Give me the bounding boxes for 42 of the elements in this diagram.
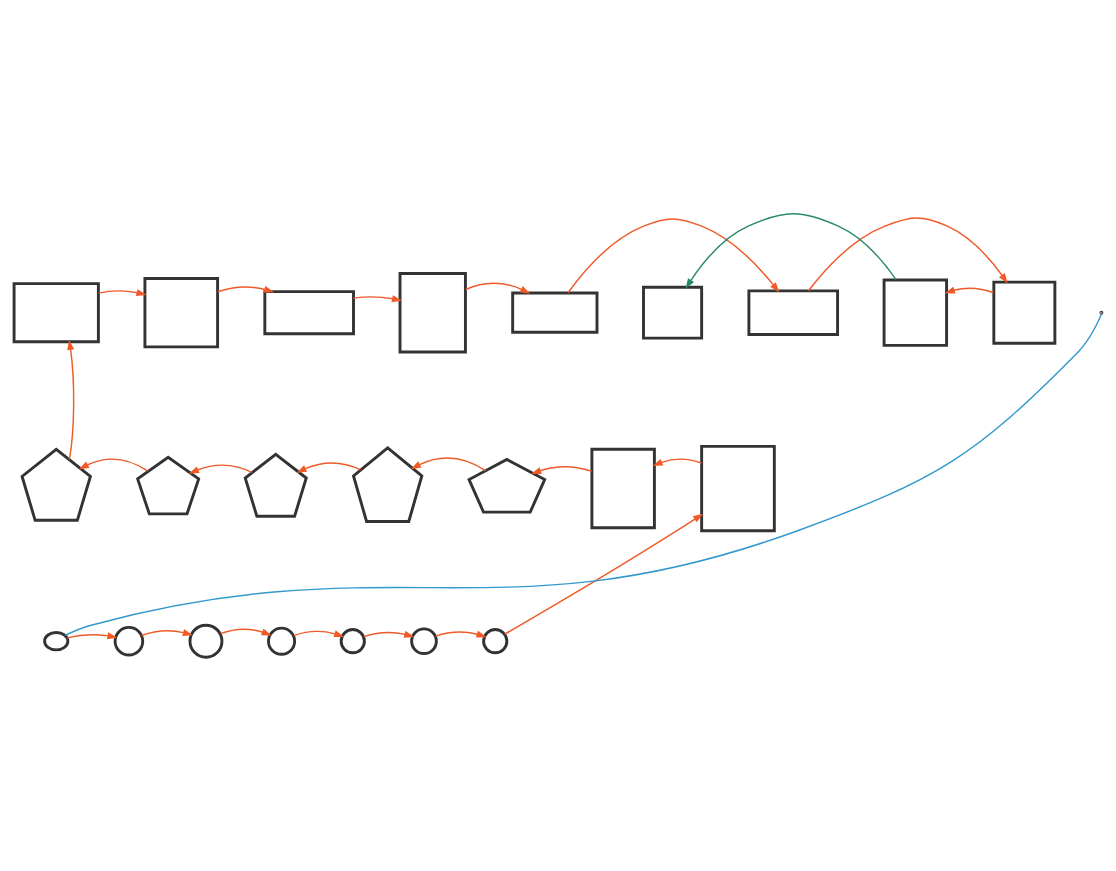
node-box <box>511 291 599 334</box>
arrow <box>652 458 703 466</box>
node-box <box>12 282 100 344</box>
arrow <box>220 628 272 636</box>
arrow <box>685 213 897 289</box>
arrow <box>217 285 275 293</box>
node-box <box>882 278 949 347</box>
node-box <box>642 285 704 340</box>
node-box <box>992 280 1057 345</box>
node-circle <box>482 628 509 655</box>
node-circle <box>410 627 438 655</box>
arrow <box>807 217 1008 292</box>
arrow <box>504 513 704 635</box>
node-circle <box>267 626 297 656</box>
arrow <box>567 218 780 294</box>
node-circle <box>113 625 145 657</box>
node-box <box>263 290 355 336</box>
node-circle <box>188 623 224 659</box>
arrow <box>140 629 193 637</box>
arrow <box>531 466 593 475</box>
arrow <box>464 282 531 294</box>
connector <box>64 313 1103 636</box>
arrow <box>98 289 147 297</box>
arrow <box>352 295 403 303</box>
arrow <box>67 339 75 461</box>
arrow <box>296 462 362 473</box>
node-box <box>143 277 220 349</box>
arrow <box>66 632 118 640</box>
node-box <box>700 444 776 533</box>
arrow <box>410 457 487 472</box>
node-circle <box>43 631 70 652</box>
node-pentagon <box>467 457 547 514</box>
arrow <box>434 630 487 638</box>
node-box <box>590 447 656 530</box>
node-circle <box>339 628 366 655</box>
arrow <box>78 458 149 472</box>
arrow <box>944 286 995 294</box>
arrow <box>363 630 415 638</box>
arrow <box>188 464 253 474</box>
node-box <box>398 271 467 354</box>
node-box <box>747 289 839 336</box>
arrow <box>293 630 345 638</box>
